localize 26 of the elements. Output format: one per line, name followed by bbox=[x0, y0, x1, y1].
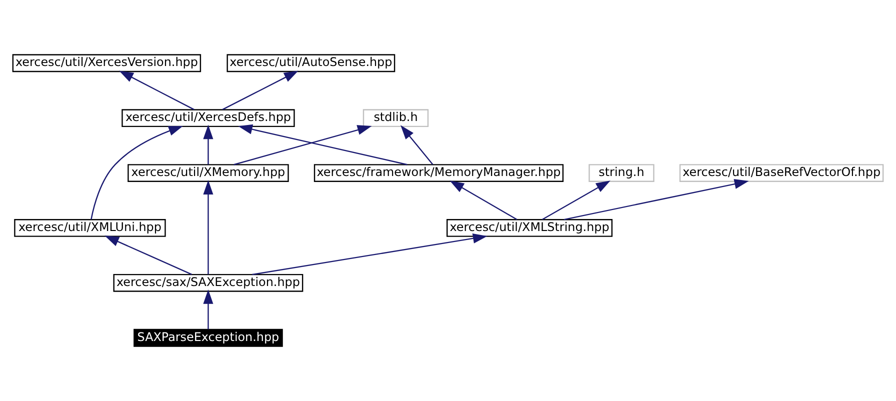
arrow bbox=[222, 70, 298, 110]
arrow bbox=[203, 290, 214, 330]
node-box: xercesc/util/XMLUni.hpp bbox=[14, 219, 166, 237]
arrow bbox=[400, 125, 434, 165]
node-box: xercesc/framework/MemoryManager.hpp bbox=[314, 164, 564, 182]
node-box: xercesc/util/AutoSense.hpp bbox=[226, 54, 396, 72]
node-box: xercesc/util/XMemory.hpp bbox=[128, 164, 289, 182]
arrow bbox=[203, 180, 214, 274]
arrow bbox=[252, 233, 488, 276]
node-box: stdlib.h bbox=[362, 109, 429, 128]
arrow bbox=[234, 125, 372, 166]
arrow bbox=[542, 180, 610, 220]
node-box: xercesc/sax/SAXException.hpp bbox=[113, 274, 304, 292]
node-box: xercesc/util/XercesVersion.hpp bbox=[12, 54, 202, 72]
arrow bbox=[203, 124, 214, 165]
arrow bbox=[104, 236, 192, 275]
node-box: xercesc/util/XMLString.hpp bbox=[446, 219, 613, 237]
node-box: xercesc/util/XercesDefs.hpp bbox=[122, 109, 295, 128]
arrow bbox=[450, 180, 518, 220]
node-box: xercesc/util/BaseRefVectorOf.hpp bbox=[679, 164, 884, 182]
node-box: SAXParseException.hpp bbox=[134, 328, 283, 347]
node-box: string.h bbox=[588, 164, 654, 182]
arrow bbox=[238, 124, 408, 166]
arrow bbox=[119, 70, 194, 110]
arrow bbox=[564, 179, 749, 220]
arrow bbox=[90, 126, 184, 220]
